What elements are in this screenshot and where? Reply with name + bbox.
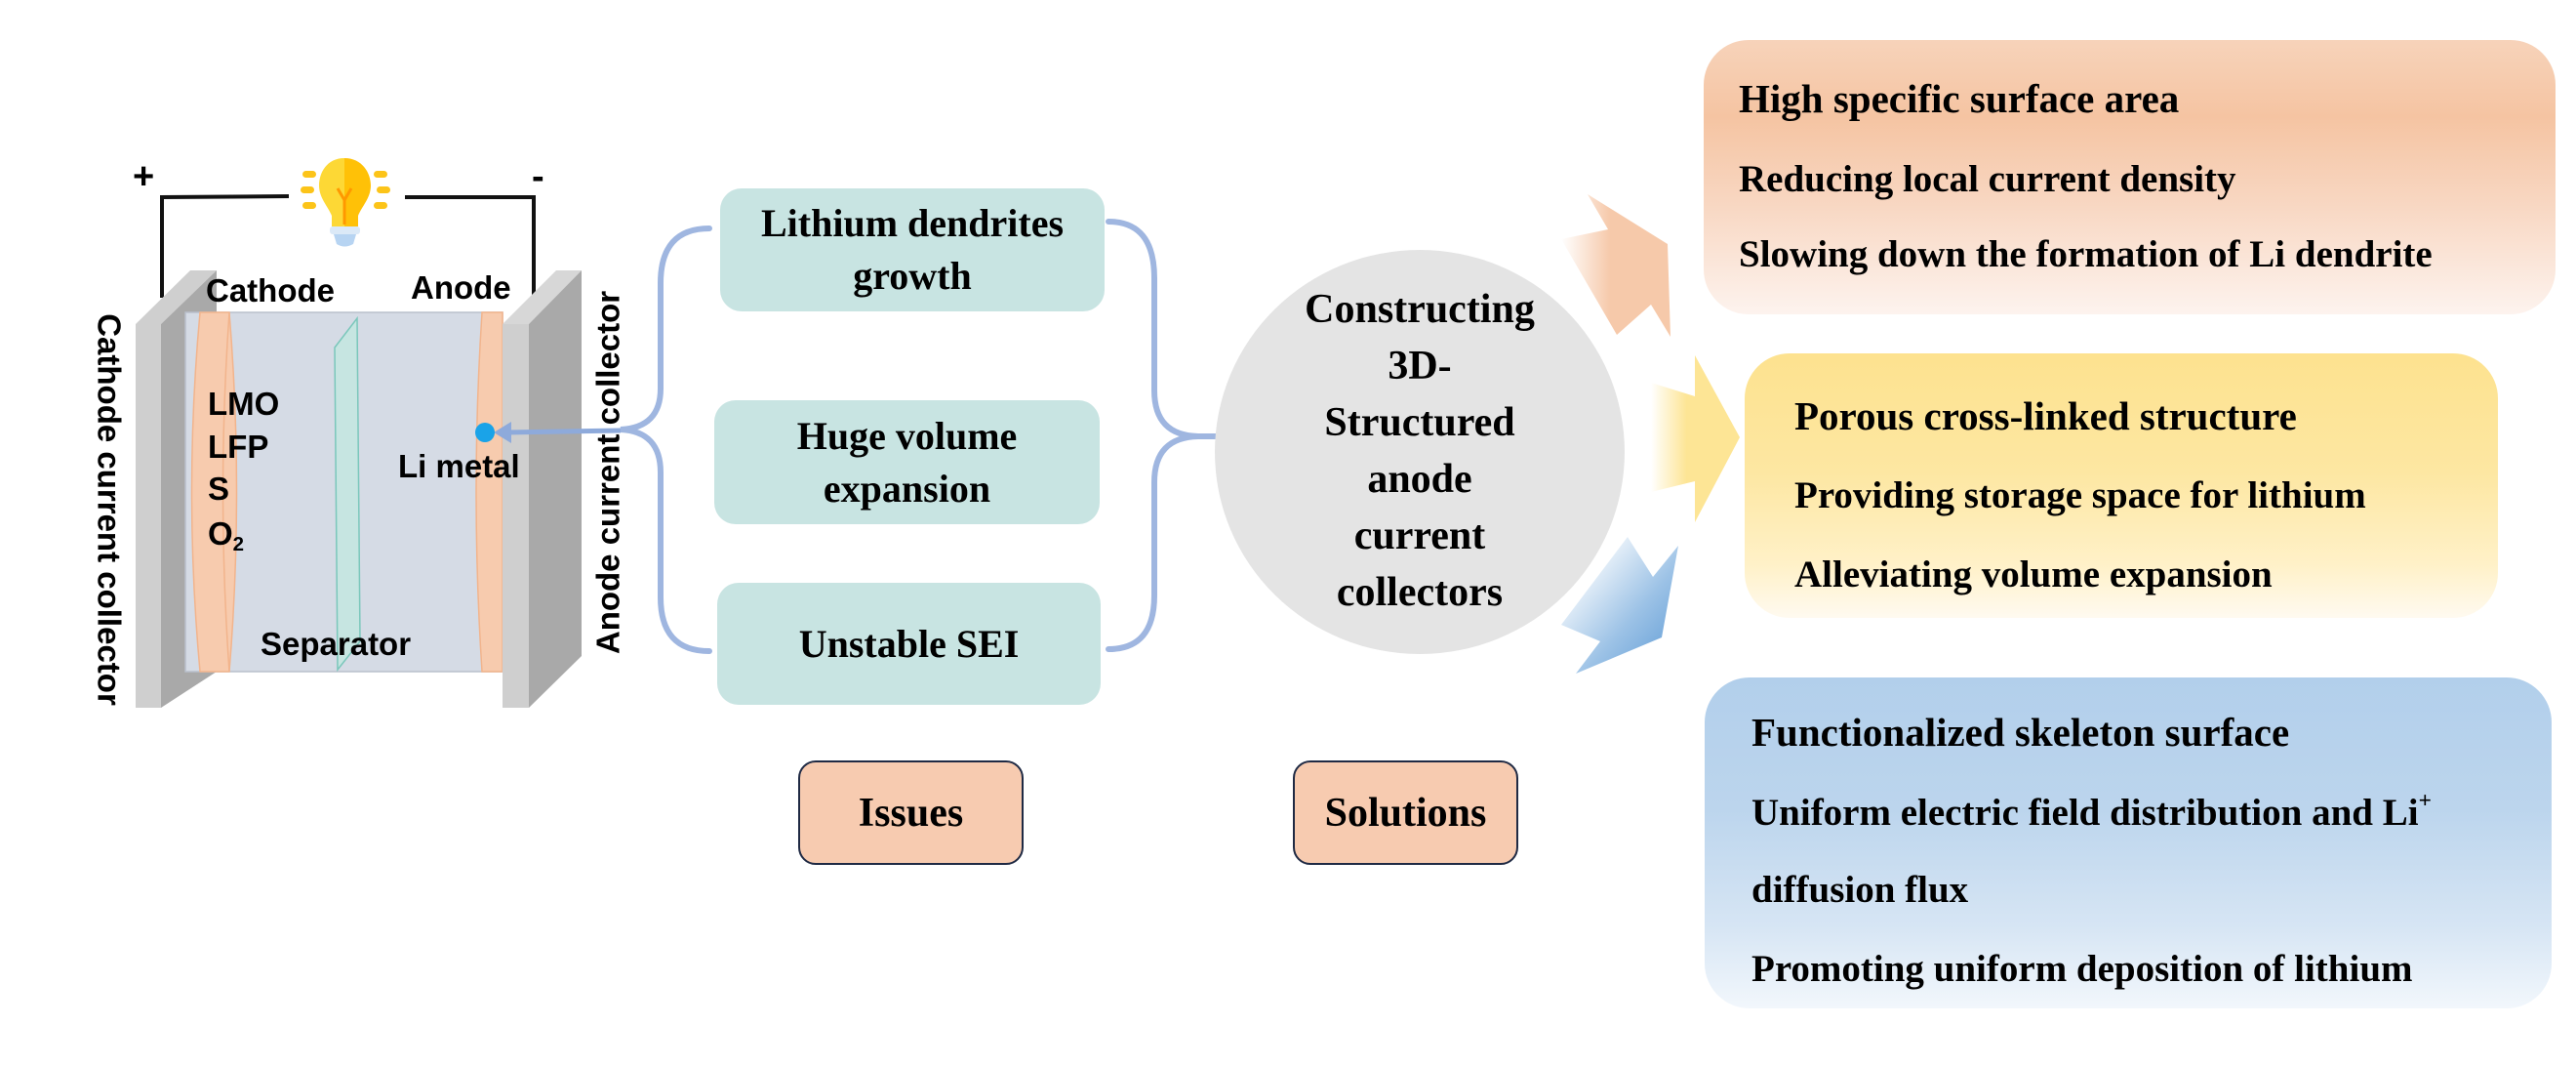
cathode-material-lfp: LFP [208, 429, 269, 465]
separator [334, 315, 361, 673]
issue-text: Unstable SEI [799, 618, 1020, 671]
panel-point: Promoting uniform deposition of lithium [1751, 948, 2413, 990]
issue-unstable-sei: Unstable SEI [717, 583, 1101, 705]
li-deposition-arrow [494, 422, 622, 443]
circuit-wires [160, 194, 536, 299]
panel-heading: Functionalized skeleton surface [1751, 710, 2290, 755]
light-bulb-icon [301, 158, 390, 247]
panel-point: Reducing local current density [1739, 158, 2236, 200]
issues-tag-label: Issues [858, 790, 964, 836]
anode-label: Anode [411, 269, 511, 306]
anode-material-label: Li metal [398, 448, 520, 484]
core-line: 3D- [1388, 344, 1452, 390]
solution-panel-surface-area: High specific surface area Reducing loca… [1704, 40, 2556, 314]
panel-point: diffusion flux [1751, 869, 1969, 911]
anode-current-collector [503, 270, 582, 708]
issue-text: Huge volume expansion [797, 410, 1018, 515]
panel-point-text: Uniform electric field distribution and … [1751, 792, 2419, 834]
positive-terminal-sign: + [133, 156, 155, 197]
issues-tag: Issues [798, 760, 1024, 865]
arrow-to-porous-structure [1651, 355, 1740, 522]
o2-base: O [208, 515, 233, 552]
panel-point: Uniform electric field distribution and … [1751, 790, 2432, 834]
core-line: anode [1367, 457, 1472, 502]
cathode-material-o2: O2 [208, 515, 244, 554]
issue-line: growth [853, 254, 972, 298]
panel-point: Alleviating volume expansion [1794, 554, 2273, 595]
li-metal-dot [475, 423, 495, 442]
cathode-label: Cathode [206, 272, 335, 308]
issue-text: Lithium dendrites growth [761, 197, 1064, 303]
o2-subscript: 2 [232, 533, 245, 556]
core-line: current [1353, 512, 1486, 558]
core-strategy-circle: Constructing 3D- Structured anode curren… [1215, 250, 1625, 654]
cathode-material-lmo: LMO [208, 386, 280, 422]
issue-volume-expansion: Huge volume expansion [714, 400, 1100, 524]
solution-panel-functionalized-surface: Functionalized skeleton surface Uniform … [1705, 677, 2552, 1008]
cathode-layer [190, 311, 238, 673]
core-text: Constructing 3D- Structured anode curren… [1305, 282, 1535, 622]
panel-heading: High specific surface area [1739, 76, 2180, 121]
anode-collector-label: Anode current collector [589, 290, 626, 655]
panel-point: Providing storage space for lithium [1794, 474, 2366, 516]
issue-line: Huge volume [796, 413, 1018, 458]
issue-line: expansion [823, 466, 991, 511]
issue-lithium-dendrites: Lithium dendrites growth [720, 188, 1105, 311]
issues-right-bracket [1106, 219, 1223, 652]
core-line: Structured [1324, 400, 1515, 446]
issue-line: Unstable SEI [798, 621, 1020, 666]
core-line: collectors [1336, 569, 1504, 615]
panel-heading: Porous cross-linked structure [1794, 393, 2297, 438]
negative-terminal-sign: - [532, 156, 544, 197]
separator-label: Separator [261, 626, 412, 662]
li-ion-superscript: + [2418, 788, 2432, 814]
arrow-to-functionalized-surface [1561, 537, 1678, 674]
issues-left-bracket [620, 226, 712, 654]
anode-layer [475, 311, 503, 673]
core-line: Constructing [1305, 287, 1535, 333]
cathode-material-s: S [208, 471, 230, 507]
solutions-tag-label: Solutions [1324, 790, 1487, 836]
wire-negative [405, 195, 536, 299]
cathode-collector-label: Cathode current collector [91, 313, 128, 706]
solution-panel-porous-structure: Porous cross-linked structure Providing … [1745, 353, 2498, 618]
arrow-to-surface-area [1561, 194, 1670, 337]
wire-positive [160, 194, 290, 298]
solutions-tag: Solutions [1293, 760, 1518, 865]
issue-line: Lithium dendrites [760, 201, 1065, 245]
panel-point: Slowing down the formation of Li dendrit… [1739, 233, 2433, 275]
bulb-rays-icon [301, 171, 390, 209]
